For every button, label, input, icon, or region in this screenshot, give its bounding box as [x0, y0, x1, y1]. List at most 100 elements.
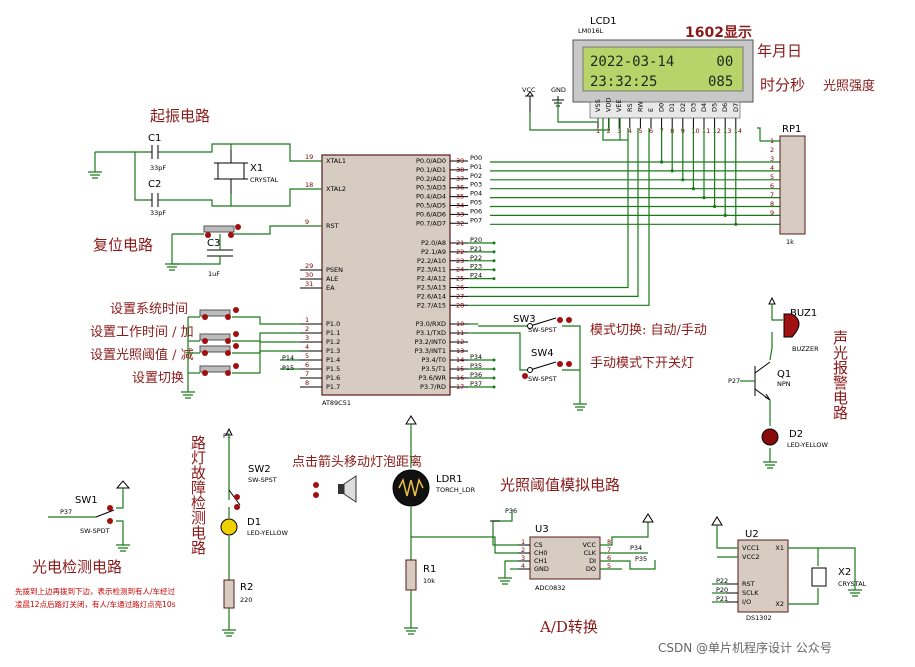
mcu-pin-label: P2.5/A13	[417, 284, 446, 292]
rp1-pin-num: 7	[770, 191, 774, 199]
sw2-ref: SW2	[248, 464, 271, 475]
key-button[interactable]	[199, 333, 231, 341]
lcd-pin-label: D6	[721, 103, 729, 112]
photo-switch[interactable]	[48, 480, 131, 552]
lcd-pin-label: VEE	[615, 99, 623, 112]
mcu-pin-num: 21	[456, 239, 464, 247]
rp1-pin-num: 1	[770, 137, 774, 145]
mcu-pin-label: P2.1/A9	[421, 248, 446, 256]
sw3-sw4-circuit[interactable]	[478, 317, 587, 411]
p3-net-label: P37	[470, 380, 482, 388]
mcu-pin-label: ALE	[326, 275, 338, 283]
d1-val: LED-YELLOW	[247, 529, 289, 537]
rtc-body[interactable]	[737, 539, 789, 613]
mcu-pin-num: 1	[305, 316, 309, 324]
lcd-pin-label: VSS	[594, 99, 602, 112]
c3-val: 1uF	[208, 270, 220, 278]
adc-pin-num: 1	[521, 538, 525, 546]
rp1-pin-num: 2	[770, 146, 774, 154]
street-lamp-circuit[interactable]	[220, 427, 241, 637]
rp1-pin-num: 3	[770, 155, 774, 163]
mcu-pin-num: 36	[456, 184, 464, 192]
lcd-pin-num: 1	[596, 127, 600, 135]
mcu-pin-num: 37	[456, 175, 464, 183]
mcu-pin-label: P0.7/AD7	[416, 219, 446, 227]
adc-body[interactable]	[529, 536, 601, 580]
lcd-gnd-label: GND	[551, 86, 566, 94]
reset-circuit[interactable]	[165, 224, 322, 271]
c3-ref: C3	[207, 238, 220, 249]
alarm-title: 声光报警电路	[831, 329, 849, 420]
mcu-pin-label: P3.5/T1	[421, 365, 446, 373]
alarm-circuit[interactable]	[740, 296, 800, 469]
p0-net-label: P02	[470, 172, 482, 180]
lcd-pin-num: 14	[734, 127, 742, 135]
sw2-val: SW-SPST	[248, 476, 277, 484]
adc-model: ADC0832	[535, 584, 566, 592]
mcu-pin-num: 13	[456, 347, 464, 355]
lcd-pin-num: 11	[702, 127, 710, 135]
lcd-pin-group: VSS1VDD2VEE3RS4RW5E6D07D18D29D310D411D51…	[594, 98, 742, 135]
mcu-pin-num: 11	[456, 329, 464, 337]
mcu-pin-label: EA	[326, 284, 335, 292]
rtc-model: DS1302	[746, 614, 772, 622]
mcu-pin-label: P0.3/AD3	[416, 184, 446, 192]
mcu-pin-num: 32	[456, 219, 464, 227]
p2-net-label: P24	[470, 272, 482, 280]
rtc-net-label: P20	[716, 586, 728, 594]
p0-net-label: P05	[470, 199, 482, 207]
adc-pin-label: CLK	[584, 549, 597, 557]
mcu-pin-num: 39	[456, 157, 464, 165]
ldr-circuit[interactable]	[392, 415, 518, 635]
lcd-title: 1602显示	[685, 25, 752, 41]
rp1-pin-num: 8	[770, 200, 774, 208]
p2-net-label: P22	[470, 254, 482, 262]
lamp-arrows[interactable]	[313, 475, 357, 503]
mcu-pin-label: XTAL1	[326, 157, 346, 165]
adc-pin-num: 4	[521, 562, 525, 570]
rtc-pin-label: X1	[775, 544, 784, 552]
p2-net-label: P21	[470, 245, 482, 253]
rp1-body[interactable]	[779, 135, 806, 235]
rp1-pin-num: 6	[770, 182, 774, 190]
mcu-pin-label: P2.3/A11	[417, 266, 446, 274]
mcu-pin-label: P1.1	[326, 329, 340, 337]
adc-title: A/D转换	[539, 618, 598, 636]
buz-net: P27	[728, 377, 740, 385]
mcu-pin-num: 6	[305, 361, 309, 369]
key-button[interactable]	[199, 345, 231, 353]
p0-net-label: P03	[470, 181, 482, 189]
sw4-ref: SW4	[531, 348, 554, 359]
key-button[interactable]	[199, 365, 231, 373]
rp1-pin-num: 4	[770, 164, 774, 172]
mcu-pin-label: P1.6	[326, 374, 340, 382]
lcd-pin-label: D1	[668, 103, 676, 112]
lcd-module[interactable]: 2022-03-14 00 23:32:25 085	[572, 39, 754, 119]
mcu-body[interactable]	[321, 154, 451, 396]
mcu-pin-label: P0.2/AD2	[416, 175, 446, 183]
lcd-pin-label: E	[647, 108, 655, 112]
lcd-line2: 23:32:25 085	[590, 74, 733, 90]
adc-pin-num: 6	[607, 554, 611, 562]
key-group[interactable]	[181, 307, 300, 399]
ldr-val: TORCH_LDR	[435, 486, 476, 494]
p0-net-label: P01	[470, 163, 482, 171]
lcd-pin-num: 12	[713, 127, 721, 135]
d2-ref: D2	[789, 429, 803, 440]
mcu-pin-num: 31	[305, 280, 313, 288]
lcd-pin-num: 13	[723, 127, 731, 135]
adc-pin-num: 5	[607, 562, 611, 570]
mcu-pin-label: P2.4/A12	[417, 275, 446, 283]
rtc-pin-label: RST	[742, 580, 755, 588]
mcu-pin-label: P0.6/AD6	[416, 210, 446, 218]
x1-val: CRYSTAL	[250, 176, 279, 184]
mcu-pin-num: 8	[305, 379, 309, 387]
key-button[interactable]	[199, 309, 231, 317]
ldr-title: 光照阈值模拟电路	[500, 476, 620, 494]
mcu-pin-num: 34	[456, 202, 464, 210]
mcu-pin-num: 35	[456, 193, 464, 201]
adc-pin-num: 3	[521, 554, 525, 562]
